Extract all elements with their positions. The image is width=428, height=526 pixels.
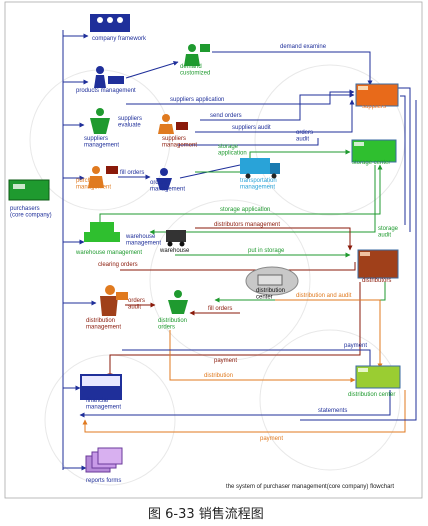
edge-clearing-orders: clearing orders xyxy=(98,262,138,268)
distribution-center-node[interactable]: distribution center xyxy=(348,365,401,398)
figure-caption: 图 6-33 销售流程图 xyxy=(148,506,264,522)
edge-fill-orders-bottom: fill orders xyxy=(208,306,232,312)
storage-center-node[interactable]: storage center xyxy=(351,139,397,166)
reports-forms-node[interactable]: reports forms xyxy=(85,447,123,484)
edge-suppliers-application: suppliers application xyxy=(170,97,224,103)
storage-center-label: storage center xyxy=(352,160,390,166)
edge-payment-bottom: payment xyxy=(260,436,283,442)
edge-suppliers-audit: suppliers audit xyxy=(232,125,271,131)
reports-forms-label: reports forms xyxy=(86,478,121,484)
diagram-footer: the system of purchaser management(core … xyxy=(226,484,394,490)
warehouse-label: warehouse xyxy=(159,248,190,254)
company-framework-label: company framework xyxy=(92,36,147,42)
edge-storage-application-mid: storage application xyxy=(220,207,270,213)
suppliers-label: suppliers xyxy=(362,104,386,110)
edge-put-in-storage: put in storage xyxy=(248,248,285,254)
products-management-node[interactable]: products management xyxy=(76,66,136,94)
edge-statements: statements xyxy=(318,408,347,414)
distributors-node[interactable]: distributors xyxy=(357,249,399,284)
distribution-center-label: distribution center xyxy=(348,392,395,398)
edge-distributors-management: distributors management xyxy=(214,222,280,228)
edge-payment-right: payment xyxy=(344,343,367,349)
purchasers-label: purchasers(core company) xyxy=(10,206,52,219)
edge-fill-orders-top: fill orders xyxy=(120,170,144,176)
company-framework-node[interactable]: company framework xyxy=(90,14,147,42)
edge-labels: demand examine suppliers application sen… xyxy=(98,44,399,442)
edge-payment-mid: payment xyxy=(214,358,237,364)
suppliers-node[interactable]: suppliers xyxy=(355,83,399,110)
edge-distribution-and-audit: distribution and audit xyxy=(296,293,352,299)
edge-demand-examine: demand examine xyxy=(280,44,327,50)
purchasers-node[interactable]: purchasers(core company) xyxy=(8,179,52,219)
products-management-label: products management xyxy=(76,88,136,94)
edge-distribution: distribution xyxy=(204,373,233,379)
edge-send-orders: send orders xyxy=(210,113,242,119)
distributors-label: distributors xyxy=(362,278,391,284)
warehouse-node[interactable]: warehouse xyxy=(159,230,190,254)
warehouse-management-label: warehouse management xyxy=(75,250,142,256)
